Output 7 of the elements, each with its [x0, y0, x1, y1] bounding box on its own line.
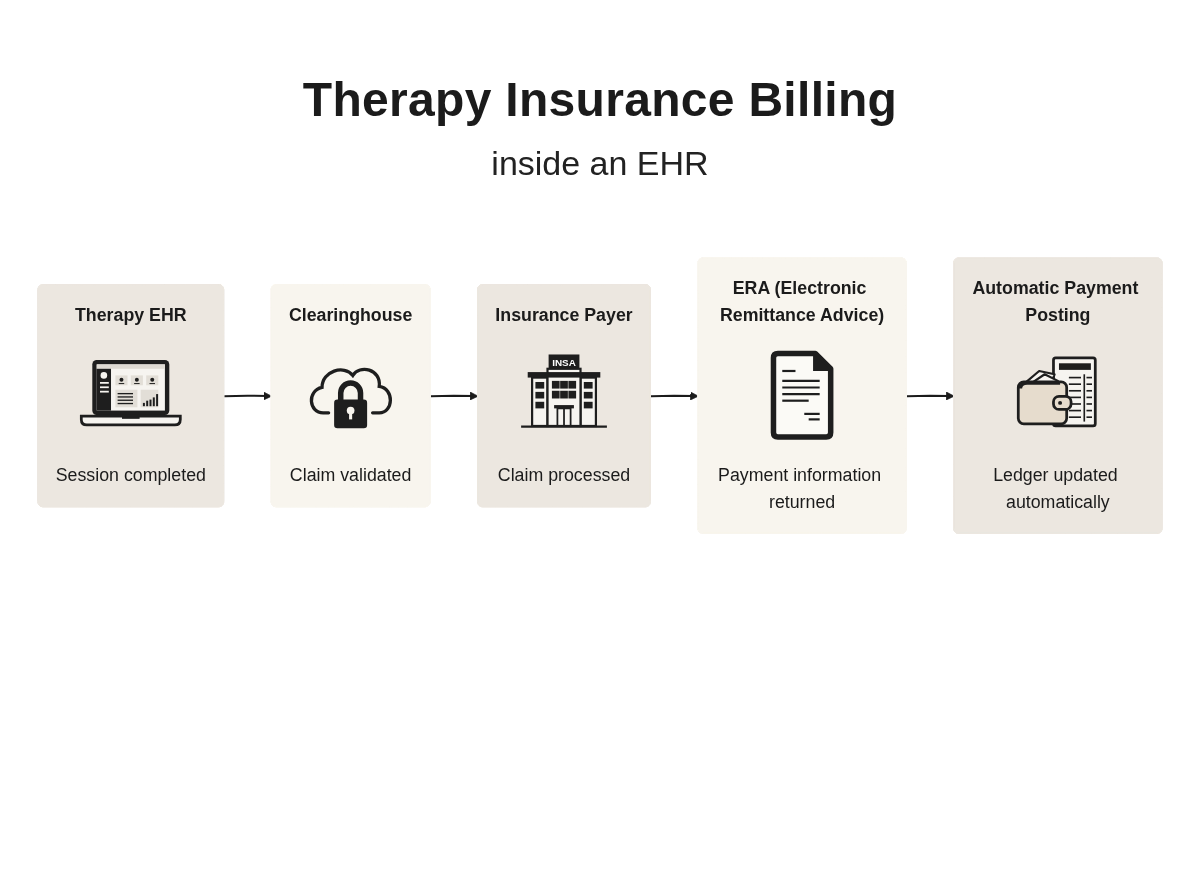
arrow: [223, 391, 272, 401]
arrow: [649, 391, 699, 401]
title: Therapy Insurance Billing: [302, 72, 898, 128]
arrow: [429, 391, 479, 401]
arrow: [905, 391, 955, 401]
subtitle: inside an EHR: [491, 143, 709, 184]
sign-text: INSA: [552, 356, 576, 368]
